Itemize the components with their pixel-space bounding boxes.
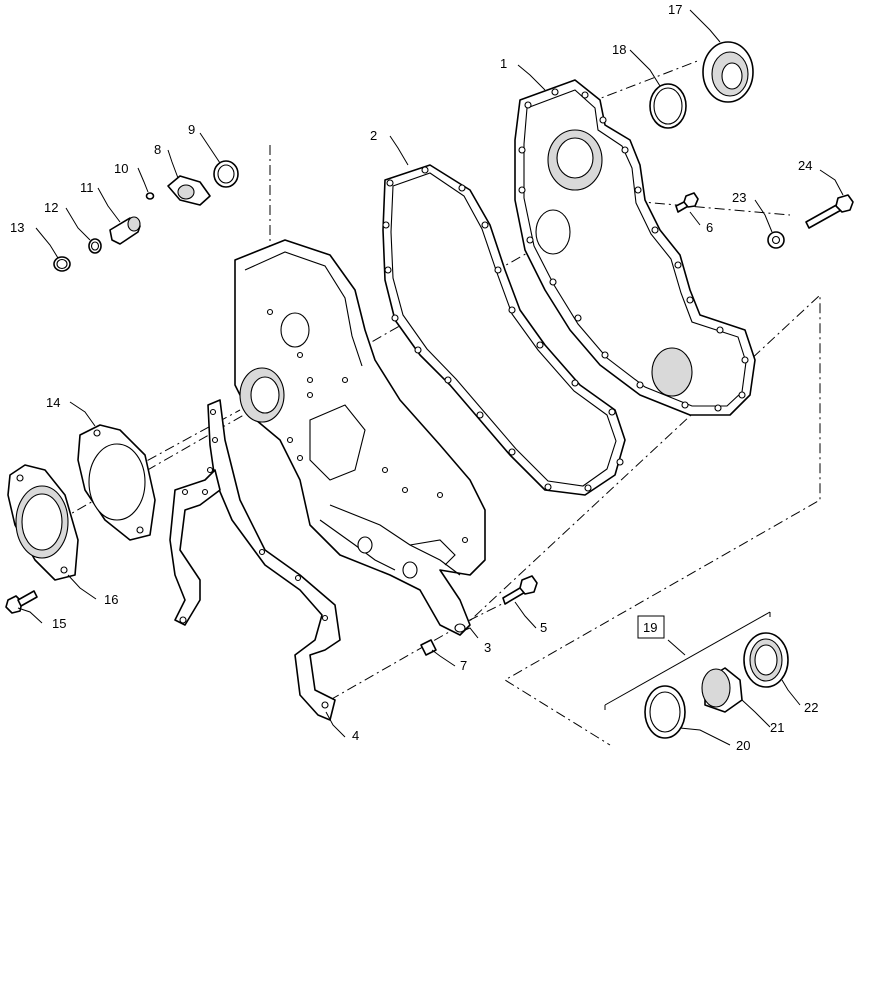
callout-24: 24 xyxy=(798,158,812,173)
part-23-washer xyxy=(767,231,785,249)
part-17-seal xyxy=(702,41,754,103)
kit-19-bracket xyxy=(604,611,771,710)
callout-leaders xyxy=(17,9,844,746)
part-18-ring xyxy=(649,83,687,129)
part-9-seal-ring xyxy=(213,160,239,188)
callout-23: 23 xyxy=(732,190,746,205)
part-2-gasket xyxy=(382,164,626,496)
callout-5: 5 xyxy=(540,620,547,635)
part-8-plate xyxy=(167,175,211,206)
callout-14: 14 xyxy=(46,395,60,410)
callout-11: 11 xyxy=(80,180,94,195)
callout-labels: 1 2 3 4 5 6 7 8 9 10 11 12 13 14 15 16 1… xyxy=(10,2,818,753)
part-11-plug xyxy=(109,216,141,245)
callout-2: 2 xyxy=(370,128,377,143)
part-7-dowel-pin xyxy=(420,639,437,656)
part-21-sleeve xyxy=(701,667,743,713)
part-1-gear-cover xyxy=(514,79,756,416)
callout-13: 13 xyxy=(10,220,24,235)
part-16-cover-plate xyxy=(7,464,79,581)
callout-18: 18 xyxy=(612,42,626,57)
callout-15: 15 xyxy=(52,616,66,631)
callout-6: 6 xyxy=(706,220,713,235)
part-12-o-ring xyxy=(88,238,102,254)
callout-20: 20 xyxy=(736,738,750,753)
callout-10: 10 xyxy=(114,161,128,176)
part-24-bolt xyxy=(805,194,854,229)
callout-4: 4 xyxy=(352,728,359,743)
part-22-seal xyxy=(743,632,789,688)
part-10-o-ring xyxy=(145,192,155,200)
part-6-bolt xyxy=(675,192,699,213)
callout-8: 8 xyxy=(154,142,161,157)
part-14-gasket xyxy=(77,424,156,541)
callout-19-box xyxy=(637,615,665,639)
callout-17: 17 xyxy=(668,2,682,17)
bolt-holes-cover xyxy=(518,88,749,412)
callout-1: 1 xyxy=(500,56,507,71)
callout-7: 7 xyxy=(460,658,467,673)
part-20-ring xyxy=(644,685,686,739)
callout-9: 9 xyxy=(188,122,195,137)
part-3-front-plate xyxy=(234,239,486,636)
bolt-holes-gasket xyxy=(382,166,624,492)
callout-16: 16 xyxy=(104,592,118,607)
callout-3: 3 xyxy=(484,640,491,655)
callout-12: 12 xyxy=(44,200,58,215)
callout-21: 21 xyxy=(770,720,784,735)
bolt-holes-plate xyxy=(266,308,469,544)
callout-19: 19 xyxy=(643,620,657,635)
callout-22: 22 xyxy=(804,700,818,715)
part-4-lower-gasket xyxy=(169,399,341,721)
part-5-bolt xyxy=(502,575,538,605)
part-13-o-ring xyxy=(53,256,71,272)
part-15-bolt xyxy=(5,590,38,614)
